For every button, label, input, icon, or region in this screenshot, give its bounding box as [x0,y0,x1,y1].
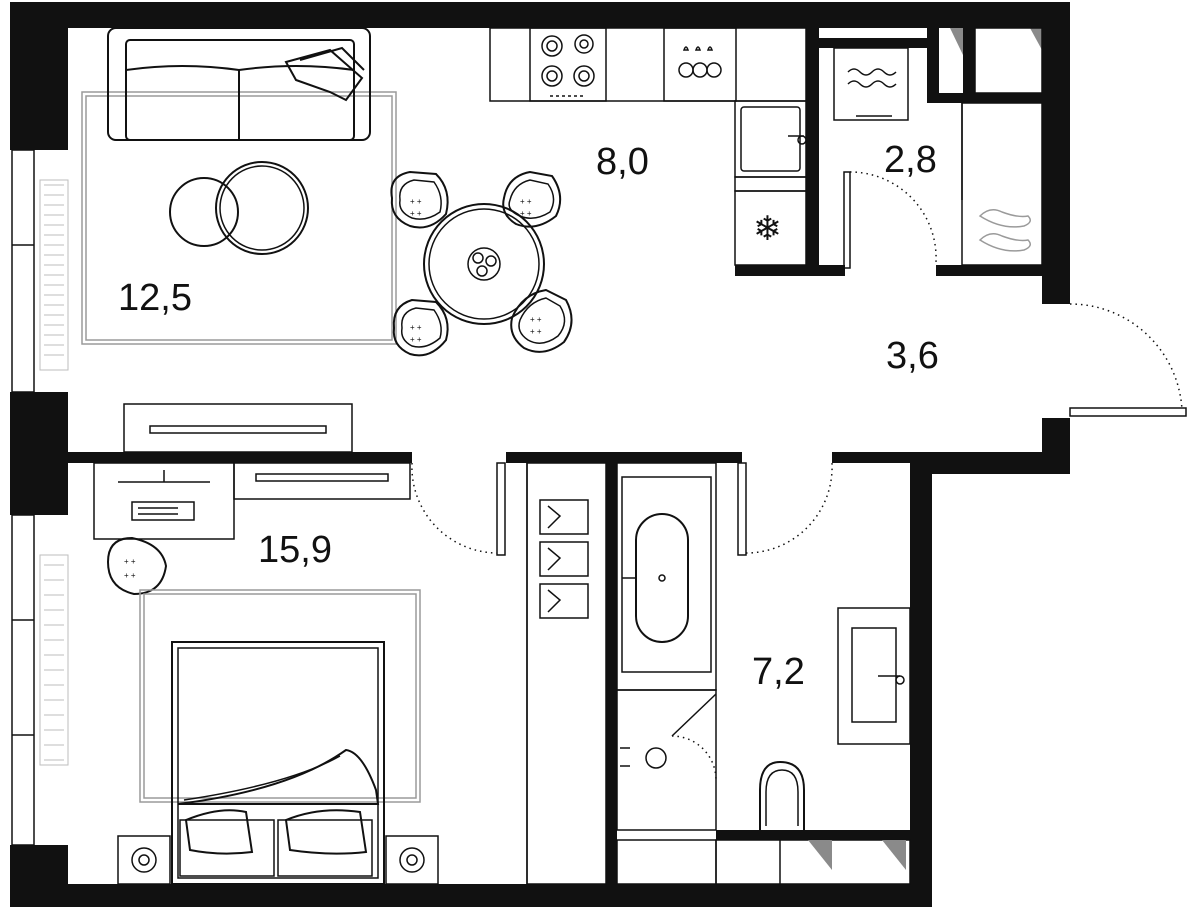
kitchen: ❄ [489,27,807,266]
walls [10,2,1070,907]
bed[interactable] [171,641,385,885]
desk-chair[interactable]: + + + + [106,536,168,596]
area-labels: 12,5 8,0 2,8 3,6 15,9 7,2 [118,139,939,693]
wall-laundry-stub [927,28,939,103]
dining-set[interactable]: + + + + + + + + + + + + + + + + [390,170,573,357]
bedroom: + + + + [93,462,439,885]
wall-bottom [10,884,932,907]
kitchen-sink[interactable] [734,100,807,178]
wall-top [10,2,1070,28]
toilet[interactable] [759,760,805,830]
kitchen-counter [489,27,807,102]
wall-left-top [10,2,68,150]
coffee-table-large[interactable] [215,161,309,255]
wall-right-step-h [910,452,1070,474]
nightstand-left[interactable] [117,835,171,885]
svg-text:+ +: + + [124,557,136,566]
wall-laundry-bottom [936,265,1042,276]
area-label-bathroom: 7,2 [752,651,805,693]
svg-text:+ +: + + [410,335,422,344]
dishwasher[interactable] [663,27,737,102]
area-label-bedroom: 15,9 [258,529,332,571]
svg-text:+ +: + + [520,197,532,206]
radiator-living [39,179,69,371]
area-label-laundry: 2,8 [884,139,937,181]
wall-bath-top [506,452,742,463]
svg-text:+ +: + + [124,571,136,580]
desk[interactable] [93,462,235,540]
pillow [284,809,368,855]
wall-closet-divider [963,28,975,93]
svg-text:+ +: + + [410,323,422,332]
svg-text:+ +: + + [410,197,422,206]
entrance-door[interactable] [1069,303,1187,417]
bathtub[interactable] [616,462,717,691]
area-label-hall: 3,6 [886,335,939,377]
bathroom-sink[interactable] [837,607,911,745]
wall-left-mid [10,392,68,515]
wall-bath-top-right [832,452,912,463]
radiator-bedroom [39,554,69,766]
shoe-closet[interactable] [961,102,1043,266]
svg-text:+ +: + + [530,327,542,336]
svg-text:+ +: + + [530,315,542,324]
snowflake-icon: ❄ [753,209,782,249]
dining-chair[interactable]: + + + + [390,170,449,229]
dresser[interactable] [233,462,411,500]
dining-chair[interactable]: + + + + [510,288,573,353]
entrance-jamb-top [1042,290,1070,304]
area-label-living: 12,5 [118,277,192,319]
bedroom-rug [139,589,421,803]
living-room [81,27,397,345]
window-bedroom [11,514,35,846]
doors [411,171,1187,781]
svg-text:+ +: + + [410,209,422,218]
svg-text:+ +: + + [520,209,532,218]
wall-right-lower [910,452,932,907]
hall-cabinet[interactable] [123,403,353,453]
wall-kitchen-right [806,28,819,272]
washing-machine[interactable] [833,47,909,121]
laundry-door[interactable] [843,171,937,269]
area-label-kitchen: 8,0 [596,141,649,183]
pillow [184,809,254,855]
wall-bedroom-top [68,452,412,463]
wardrobe[interactable] [526,462,607,885]
wall-right-upper [1042,2,1070,304]
windows [11,149,69,846]
dining-chair[interactable]: + + + + [392,298,449,357]
laundry [833,27,1043,266]
window-living [11,149,35,393]
wall-kitchen-bottom [735,265,845,276]
bedroom-door[interactable] [411,462,506,556]
bathroom [616,462,911,885]
cooktop[interactable] [529,27,607,102]
nightstand-right[interactable] [385,835,439,885]
bathroom-cabinet [715,839,911,885]
vent-shaft [950,28,963,55]
bathroom-door[interactable] [737,462,833,556]
coffee-table-small[interactable] [169,177,239,247]
dining-table[interactable] [423,203,545,325]
wall-wardrobe-bath [606,463,617,884]
wall-closet-bottom [927,93,1042,103]
wall-laundry-top [819,38,937,48]
dining-chair[interactable]: + + + + [502,170,562,228]
shower-door[interactable] [671,693,717,781]
sofa[interactable] [107,27,371,141]
wall-bath-bottom [716,830,910,840]
shower[interactable] [616,689,717,831]
refrigerator[interactable] [734,190,807,266]
